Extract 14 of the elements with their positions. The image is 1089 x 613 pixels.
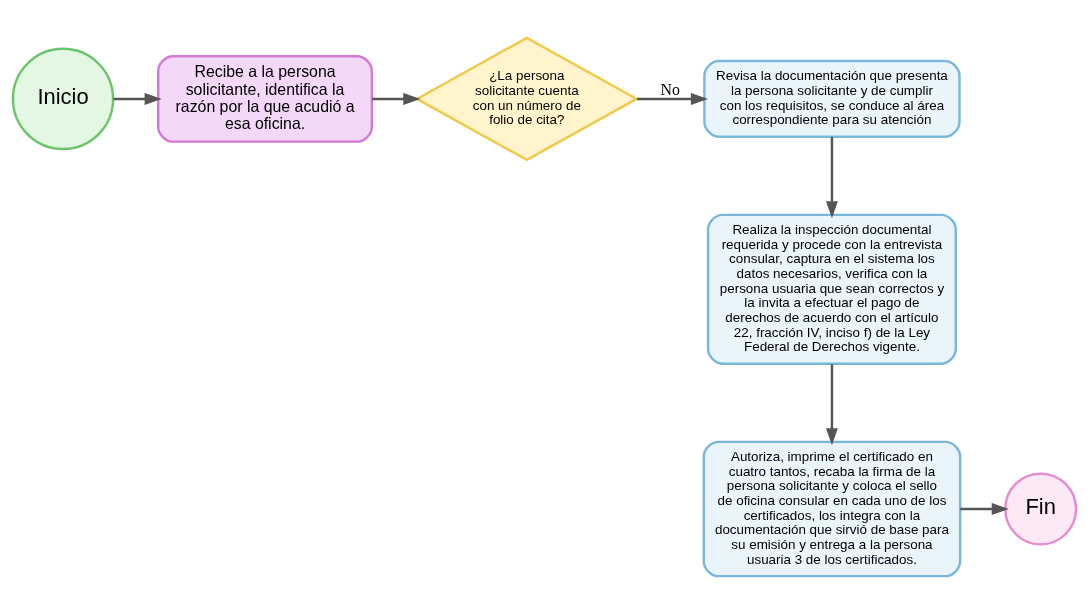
node-box: Recibe a la persona solicitante, identifica la razón por la que acudió a esa oficina.: [157, 54, 374, 143]
node-circle: Inicio: [11, 47, 115, 150]
arrow: [960, 502, 1009, 515]
node-diamond: ¿La persona solicitante cuenta con un número de folio de cita?: [414, 36, 640, 161]
node-circle: Fin: [1004, 471, 1078, 546]
node-box: Autoriza, imprime el certificado en cuatro tantos, recaba la firma de la persona solicitante y coloca el sello de oficina consular en cada uno de los certificados, los integra con la documentación que sirvió de base para su emisión y entrega a la persona usuaria 3 de los certificados.: [702, 440, 962, 577]
node-box: Revisa la documentación que presenta la persona solicitante y de cumplir con los requisitos, se conduce al área correspondiente para su atención: [703, 59, 961, 138]
arrow: [372, 92, 421, 105]
arrow: [825, 363, 838, 445]
arrow: [636, 92, 708, 105]
node-box: Realiza la inspección documental requerida y procede con la entrevista consular, captura en el sistema los datos necesarios, verifica con la persona usuaria que sean correctos y la invita a efectuar el pago de derechos de acuerdo con el artículo 22, fracción IV, inciso f) de la Ley Federal de Derechos vigente.: [706, 213, 958, 365]
arrow: [113, 92, 162, 105]
arrow: [825, 136, 838, 218]
edge-label: No: [660, 80, 680, 98]
